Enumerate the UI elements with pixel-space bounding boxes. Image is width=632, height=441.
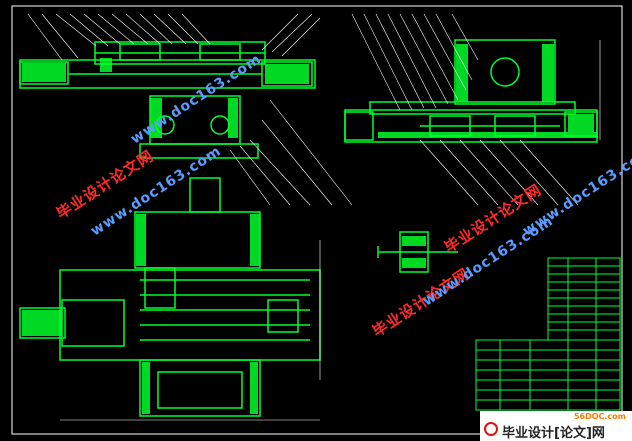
side-view-left-end (344, 111, 374, 141)
plan-view-motor (189, 177, 221, 213)
side-view (344, 39, 598, 143)
logo-ring-icon (484, 422, 498, 436)
front-view-foot (139, 143, 259, 159)
plan-view-right-slot (267, 299, 299, 333)
side-view-fill (378, 44, 598, 138)
side-view-column (454, 39, 556, 105)
site-logo: 56DOC.com 毕业设计[论文]网 (480, 411, 632, 441)
front-view-bearing-right (210, 115, 230, 135)
side-view-spindle (490, 57, 520, 87)
plan-view-fill (22, 214, 260, 414)
bom-table-lower (475, 339, 621, 411)
plan-view-top-housing (134, 211, 261, 269)
bom-table-upper (547, 257, 621, 341)
front-view (19, 41, 316, 159)
front-view-fill (22, 58, 309, 138)
plan-view-dims (60, 240, 321, 421)
drawing-frame (11, 5, 623, 435)
detail-view (377, 231, 458, 273)
plan-view (19, 177, 321, 417)
plan-view-bottom-housing (139, 359, 261, 417)
detail-view-fill (402, 236, 426, 268)
side-view-leaders (351, 13, 601, 206)
bom-table (475, 257, 621, 411)
front-view-left-handwheel (19, 61, 69, 85)
plan-view-center-cross (144, 267, 176, 309)
side-view-lower-slide (369, 101, 576, 115)
logo-site-text: 56DOC.com (573, 412, 626, 421)
plan-view-left-shaft (19, 307, 66, 339)
plan-view-left-block (61, 299, 125, 347)
logo-text: 毕业设计[论文]网 (502, 426, 605, 441)
front-view-leaders (27, 13, 353, 206)
